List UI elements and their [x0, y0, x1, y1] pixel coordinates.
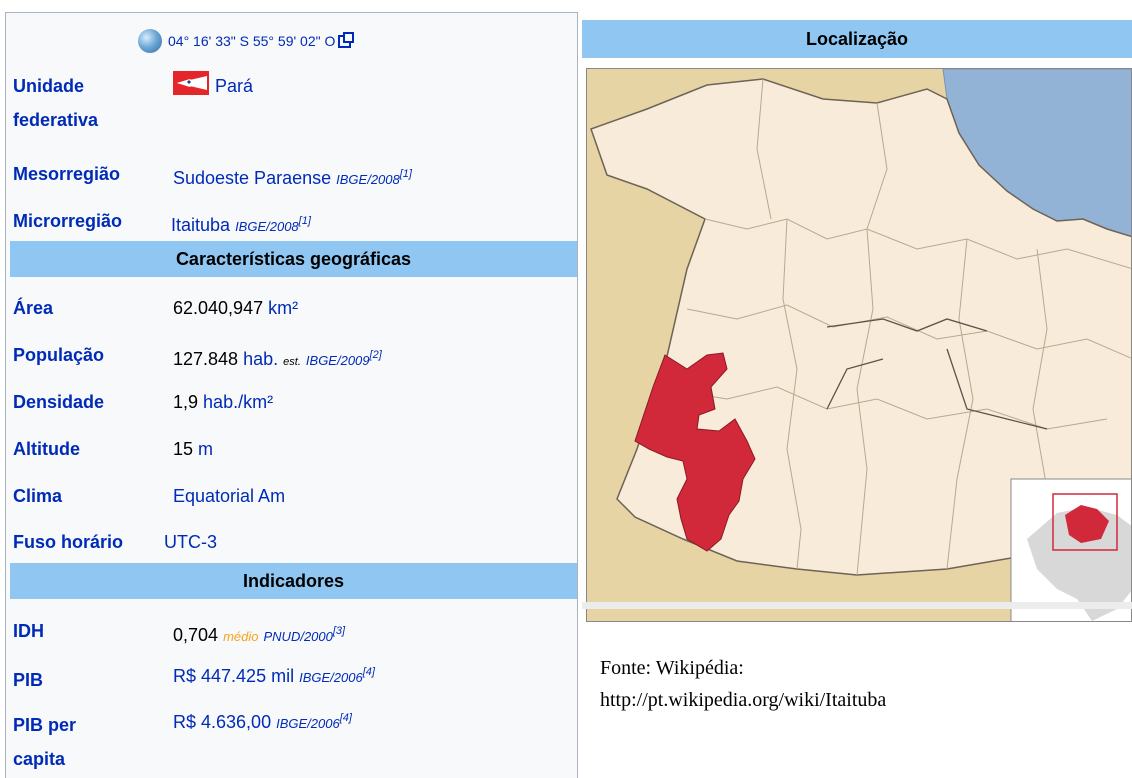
value-populacao: 127.848 hab. est. IBGE/2009[2] [173, 349, 382, 369]
ref-2[interactable]: [2] [369, 349, 382, 361]
microrregiao-link[interactable]: Itaituba [171, 215, 231, 235]
globe-icon[interactable] [138, 29, 162, 53]
state-link-para[interactable]: Pará [215, 76, 254, 96]
label-altitude: Altitude [13, 439, 80, 459]
location-panel: Localização [582, 20, 1132, 622]
pib-per-capita-link[interactable]: R$ 4.636,00 [173, 712, 272, 732]
ref-1[interactable]: [1] [399, 168, 412, 180]
idh-level: médio [223, 629, 259, 644]
label-pib-per-capita: PIB per capita [13, 715, 77, 769]
location-title: Localização [582, 20, 1132, 58]
label-fuso-horario: Fuso horário [13, 532, 124, 552]
label-clima: Clima [13, 486, 63, 506]
label-unidade-federativa: Unidade federativa [13, 76, 99, 130]
mesorregiao-link[interactable]: Sudoeste Paraense [173, 168, 332, 188]
value-densidade: 1,9 hab./km² [173, 392, 274, 412]
section-indicadores: Indicadores [10, 563, 577, 599]
ref-3[interactable]: [3] [332, 625, 346, 637]
value-pib-per-capita: R$ 4.636,00 IBGE/2006[4] [173, 701, 352, 741]
ref-4[interactable]: [4] [362, 666, 375, 678]
source-line-1: Fonte: Wikipédia: [600, 657, 744, 679]
label-densidade: Densidade [13, 392, 105, 412]
ref-1[interactable]: [1] [298, 215, 311, 227]
coordinates-link[interactable]: 04° 16' 33" S 55° 59' 02" O [168, 33, 336, 49]
value-altitude: 15 m [173, 439, 214, 459]
label-mesorregiao: Mesorregião [13, 164, 121, 184]
para-flag-icon [173, 71, 209, 95]
source-note: Fonte: Wikipédia: http://pt.wikipedia.or… [600, 652, 886, 716]
location-map[interactable] [586, 68, 1132, 622]
unit-km2-link[interactable]: km² [268, 298, 299, 318]
mesorregiao-source[interactable]: IBGE/2008 [336, 172, 400, 187]
fuso-link[interactable]: UTC-3 [164, 532, 217, 552]
section-caracteristicas-geograficas: Características geográficas [10, 241, 577, 277]
value-idh: 0,704 médio PNUD/2000[3] [173, 625, 346, 645]
value-mesorregiao: Sudoeste Paraense IBGE/2008[1] [173, 157, 412, 197]
value-unidade-federativa: Pará [173, 69, 253, 103]
value-pib: R$ 447.425 mil IBGE/2006[4] [173, 655, 375, 695]
label-area: Área [13, 298, 54, 318]
clima-link[interactable]: Equatorial Am [173, 486, 286, 506]
brazil-inset-map[interactable] [1010, 478, 1132, 622]
itaituba-highlight [634, 352, 756, 552]
value-area: 62.040,947 km² [173, 298, 299, 318]
value-microrregiao: Itaituba IBGE/2008[1] [171, 204, 311, 244]
unit-hab-km2-link[interactable]: hab./km² [203, 392, 274, 412]
pib-link[interactable]: R$ 447.425 mil [173, 666, 295, 686]
external-link-icon[interactable] [338, 31, 355, 48]
pib-source[interactable]: IBGE/2006 [299, 670, 363, 685]
source-line-2: http://pt.wikipedia.org/wiki/Itaituba [600, 689, 887, 711]
idh-source[interactable]: PNUD/2000 [263, 629, 333, 644]
label-populacao: População [13, 345, 105, 365]
municipality-infobox: 04° 16' 33" S 55° 59' 02" O Unidade fede… [5, 12, 578, 778]
microrregiao-source[interactable]: IBGE/2008 [235, 219, 299, 234]
map-footer-bar [582, 602, 1132, 609]
para-state-map[interactable] [587, 69, 1132, 622]
ref-4[interactable]: [4] [339, 712, 352, 724]
label-microrregiao: Microrregião [13, 211, 123, 231]
label-pib: PIB [13, 670, 44, 690]
unit-hab-link[interactable]: hab. [243, 349, 279, 369]
populacao-source[interactable]: IBGE/2009 [305, 353, 370, 368]
label-idh: IDH [13, 621, 44, 641]
coordinates-row[interactable]: 04° 16' 33" S 55° 59' 02" O [138, 29, 355, 53]
pib-per-capita-source[interactable]: IBGE/2006 [276, 716, 340, 731]
unit-m-link[interactable]: m [198, 439, 214, 459]
